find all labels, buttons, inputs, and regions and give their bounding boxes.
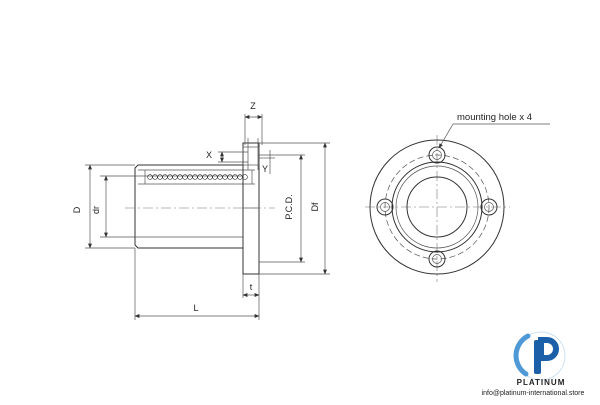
d-label: D xyxy=(72,206,82,213)
pcd-circle xyxy=(384,154,490,260)
ball xyxy=(192,174,198,180)
ball xyxy=(147,174,153,180)
ball xyxy=(177,174,183,180)
ball xyxy=(157,174,163,180)
bore-circle xyxy=(406,176,468,238)
ball-retainer xyxy=(138,169,255,185)
z-label: Z xyxy=(250,101,256,111)
y-label: Y xyxy=(262,164,268,174)
ball xyxy=(217,174,223,180)
ball xyxy=(152,174,158,180)
ball xyxy=(167,174,173,180)
dr-label: dr xyxy=(91,206,101,214)
logo-email: info@platinum-international.store xyxy=(482,390,585,397)
mounting-hole xyxy=(428,250,446,268)
body-circle xyxy=(391,161,483,253)
side-view: Z X Y D dr P.C.D. Df L xyxy=(72,101,330,320)
ball xyxy=(197,174,203,180)
flange-outline xyxy=(242,142,260,275)
ball xyxy=(227,174,233,180)
logo-arc xyxy=(513,333,531,377)
ball xyxy=(162,174,168,180)
mounting-hole xyxy=(428,146,446,164)
ball xyxy=(202,174,208,180)
callout-leader xyxy=(438,123,454,149)
ball xyxy=(237,174,243,180)
df-label: Df xyxy=(310,202,320,211)
platinum-logo: PLATINUM info@platinum-international.sto… xyxy=(482,331,585,397)
ball xyxy=(207,174,213,180)
body-inner-circle xyxy=(395,165,479,249)
ball xyxy=(182,174,188,180)
logo-p-bowl xyxy=(538,337,559,361)
ball xyxy=(172,174,178,180)
ball xyxy=(232,174,238,180)
ball xyxy=(187,174,193,180)
t-label: t xyxy=(250,282,253,292)
bushing-body-outline xyxy=(134,164,244,249)
ball xyxy=(212,174,218,180)
l-label: L xyxy=(193,303,198,313)
retainer-ends xyxy=(144,170,253,184)
mounting-hole xyxy=(376,198,394,216)
ball xyxy=(222,174,228,180)
logo-brand: PLATINUM xyxy=(517,378,566,387)
x-label: X xyxy=(206,150,212,160)
mounting-hole-callout: mounting hole x 4 xyxy=(457,112,532,123)
pcd-label: P.C.D. xyxy=(284,194,294,219)
counterbore-detail xyxy=(242,146,260,166)
front-view: mounting hole x 4 xyxy=(365,112,550,282)
flange-circle xyxy=(369,139,505,275)
mounting-hole xyxy=(480,198,498,216)
ball-row xyxy=(147,174,248,180)
